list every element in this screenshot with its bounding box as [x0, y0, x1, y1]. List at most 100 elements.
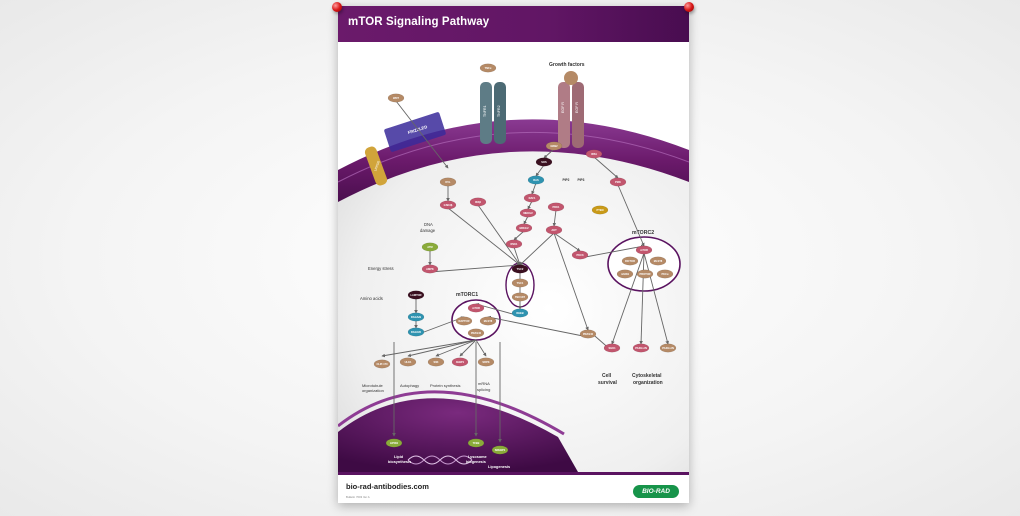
- edge-pkce-mtor2: [579, 244, 645, 259]
- node-erk: ERK1/2: [519, 226, 529, 230]
- footer-url[interactable]: bio-rad-antibodies.com: [346, 482, 429, 491]
- egfr2-label: EGF R: [575, 102, 579, 113]
- node-gsk3: GSK3β: [444, 203, 453, 207]
- node-lipin1: LIPIN1: [390, 441, 399, 445]
- node-pkc_b: PAXILLIN: [662, 346, 674, 350]
- edge-wnt-target: [395, 100, 449, 169]
- label-lipogenesis: Lipogenesis: [488, 465, 510, 469]
- node-raptor: RAPTOR: [459, 319, 470, 323]
- node-pras40-shape: [467, 328, 485, 338]
- node-rsk-shape: [505, 239, 523, 249]
- edge-akt-pras40_b: [553, 232, 589, 331]
- node-sr-shape: [477, 357, 495, 367]
- poster-title: mTOR Signaling Pathway: [348, 16, 490, 28]
- node-pkc: PKCα: [661, 272, 668, 276]
- nucleus: [338, 398, 578, 472]
- node-pten-shape: [591, 205, 609, 215]
- node-eif4ebp: 4EBP1: [456, 360, 465, 364]
- node-irs1-shape: [585, 149, 603, 159]
- node-ragab: RAGA/B: [411, 315, 421, 319]
- edge-ikkb-tsc2: [477, 204, 521, 266]
- node-wnt: WNT: [393, 96, 399, 100]
- label-mrna-1: mRNA: [478, 381, 490, 386]
- node-lipin1-shape: [385, 438, 403, 448]
- egfr-receptor: EGF R EGF R: [558, 71, 584, 148]
- node-tbc1d7: TBC1D7: [515, 295, 526, 299]
- node-pras40_b-shape: [579, 329, 597, 339]
- node-ulk1-shape: [399, 357, 417, 367]
- node-mlst8_1-shape: [479, 316, 497, 326]
- node-pkc_b-shape: [659, 343, 677, 353]
- node-mtor2: mTOR: [640, 248, 648, 252]
- label-growth-factors: Growth factors: [549, 62, 585, 68]
- label-mrna-2: splicing: [477, 387, 490, 392]
- edge-mek-erk: [523, 215, 529, 225]
- label-lysosome-1: Lysosome: [468, 455, 487, 459]
- node-tsc1: TSC1: [517, 281, 524, 285]
- edge-pdk1-akt: [552, 209, 557, 227]
- poster-footer: bio-rad-antibodies.com Bulletin 7003 Ver…: [338, 472, 689, 503]
- node-raf-shape: [523, 193, 541, 203]
- node-clip-shape: [373, 359, 391, 369]
- cytoplasm: [338, 146, 689, 472]
- node-s6k-shape: [427, 357, 445, 367]
- node-sos: SOS: [541, 160, 547, 164]
- edge-pi3k-mtor2: [617, 184, 645, 247]
- tnfr2-label: TNFR2: [497, 105, 501, 117]
- node-protor: PROTOR: [639, 272, 650, 276]
- node-ras-shape: [527, 175, 545, 185]
- node-s6k: S6K: [433, 360, 438, 364]
- node-raptor-shape: [455, 316, 473, 326]
- node-tnf-shape: [479, 63, 497, 73]
- tnfr1-label: TNFR1: [483, 105, 487, 117]
- nucleus-rim: [338, 390, 565, 436]
- pin-right: [684, 2, 694, 12]
- label-amino-acids: Amino acids: [360, 296, 383, 301]
- node-sgk1-shape: [603, 343, 621, 353]
- node-paxillin: PAXILLIN: [635, 346, 647, 350]
- node-sr: SRPK: [482, 360, 489, 364]
- node-mlst8_2-shape: [649, 256, 667, 266]
- node-dvl-shape: [439, 177, 457, 187]
- node-raf: RAF1: [529, 196, 536, 200]
- node-ikkb-shape: [469, 197, 487, 207]
- edge-raf-mek: [527, 200, 533, 210]
- membrane-highlight: [338, 131, 689, 183]
- node-ikkb: IKKβ: [475, 200, 481, 204]
- node-sgk1: SGK1: [608, 346, 616, 350]
- node-tnf: TNFα: [485, 66, 492, 70]
- node-pkc-shape: [656, 269, 674, 279]
- label-cytoskeletal-2: organization: [633, 380, 663, 386]
- label-lipid-2: biosynthesis: [388, 460, 411, 464]
- lrp-label: LRP5/6: [373, 160, 380, 172]
- node-eif4ebp-shape: [451, 357, 469, 367]
- node-ras: RAS: [533, 178, 539, 182]
- node-grb2-shape: [545, 141, 563, 151]
- lrp-receptor: LRP5/6: [364, 146, 388, 186]
- node-pkce-shape: [571, 250, 589, 260]
- edge-mtorc1-down-0: [381, 339, 477, 358]
- poster-header: mTOR Signaling Pathway: [338, 6, 689, 42]
- dna-strand-b: [407, 455, 473, 465]
- node-mlst8_1: MLST8: [484, 319, 493, 323]
- node-ragcd: RAGC/D: [411, 330, 421, 334]
- header-band: [549, 6, 689, 42]
- node-erk-shape: [515, 223, 533, 233]
- node-akt-shape: [545, 225, 563, 235]
- node-tfeb-shape: [467, 438, 485, 448]
- node-mlst8_2: MLST8: [654, 259, 663, 263]
- bio-rad-logo: BIO-RAD: [633, 485, 679, 498]
- edge-mtorc1-down-4: [475, 339, 487, 357]
- node-tsc2: TSC2: [517, 267, 524, 271]
- edge-gsk3-tsc2: [447, 207, 521, 266]
- label-dna-1: DNA: [424, 222, 433, 227]
- node-mtor2-shape: [635, 245, 653, 255]
- edge-mtor2-sgk1: [611, 252, 645, 345]
- node-akt: AKT: [551, 228, 557, 232]
- node-ampk-shape: [421, 264, 439, 274]
- node-srebp1: SREBP1: [495, 448, 506, 452]
- edge-rsk-tsc2: [513, 246, 521, 266]
- edge-ras-raf: [531, 182, 537, 195]
- node-mtor1: mTOR: [472, 306, 480, 310]
- label-mtorc1: mTORC1: [456, 292, 478, 298]
